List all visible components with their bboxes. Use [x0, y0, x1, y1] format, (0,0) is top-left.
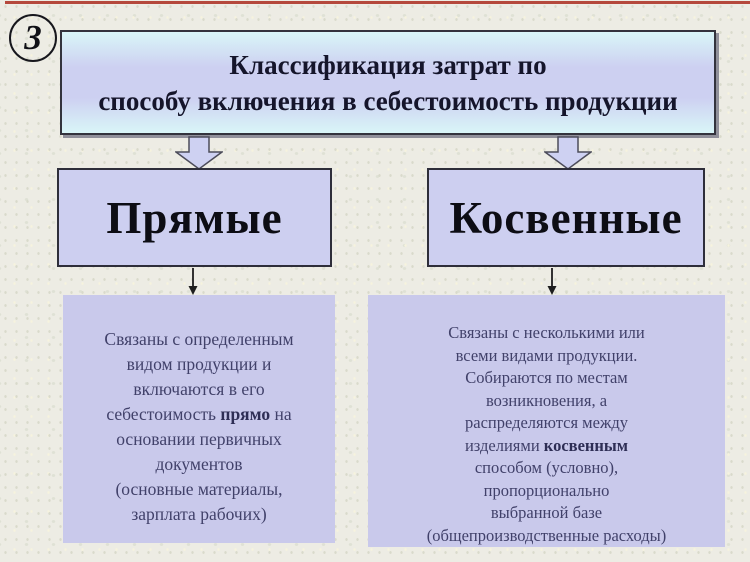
title-line-1: Классификация затрат по: [229, 49, 547, 80]
detail-text: на: [270, 404, 292, 424]
detail-bold-word: прямо: [220, 404, 271, 424]
category-box-direct: Прямые: [57, 168, 332, 267]
detail-line: (общепроизводственные расходы): [426, 525, 667, 545]
down-block-arrow-icon: [175, 136, 223, 170]
down-arrow-icon: [547, 268, 557, 295]
detail-line: Связаны с несколькими или: [448, 323, 645, 342]
category-label-direct: Прямые: [106, 192, 283, 243]
detail-line: способом (условно),: [474, 458, 619, 477]
detail-line: распределяются между: [465, 413, 628, 432]
detail-line: Собираются по местам: [465, 368, 628, 387]
detail-line: включаются в его: [133, 379, 265, 399]
detail-line: (основные материалы,: [115, 479, 283, 499]
detail-line: себестоимость прямо на: [63, 402, 335, 427]
detail-box-indirect: Связаны с несколькими или всеми видами п…: [368, 295, 725, 547]
category-box-indirect: Косвенные: [427, 168, 705, 267]
slide-number-badge: 3: [9, 14, 57, 62]
down-block-arrow-icon: [544, 136, 592, 170]
detail-box-direct: Связаны с определенным видом продукции и…: [63, 295, 335, 543]
detail-line: Связаны с определенным: [104, 329, 294, 349]
detail-line: видом продукции и: [126, 354, 272, 374]
detail-text: изделиями: [464, 435, 544, 455]
top-border-line: [5, 1, 750, 4]
detail-line: документов: [155, 454, 243, 474]
down-arrow-icon: [188, 268, 198, 295]
category-label-indirect: Косвенные: [449, 192, 683, 243]
detail-line: возникновения, а: [485, 390, 608, 410]
detail-line: зарплата рабочих): [131, 504, 267, 524]
detail-line: всеми видами продукции.: [455, 345, 638, 365]
detail-bold-word: косвенным: [543, 435, 629, 455]
detail-line: пропорционально: [483, 480, 610, 500]
detail-line: выбранной базе: [490, 503, 603, 522]
title-box: Классификация затрат по способу включени…: [60, 30, 716, 135]
detail-text: себестоимость: [106, 404, 221, 424]
title-line-2: способу включения в себестоимость продук…: [98, 85, 678, 116]
detail-line: основании первичных: [116, 429, 282, 449]
detail-line: изделиями косвенным: [368, 435, 725, 458]
slide-number: 3: [24, 18, 42, 57]
